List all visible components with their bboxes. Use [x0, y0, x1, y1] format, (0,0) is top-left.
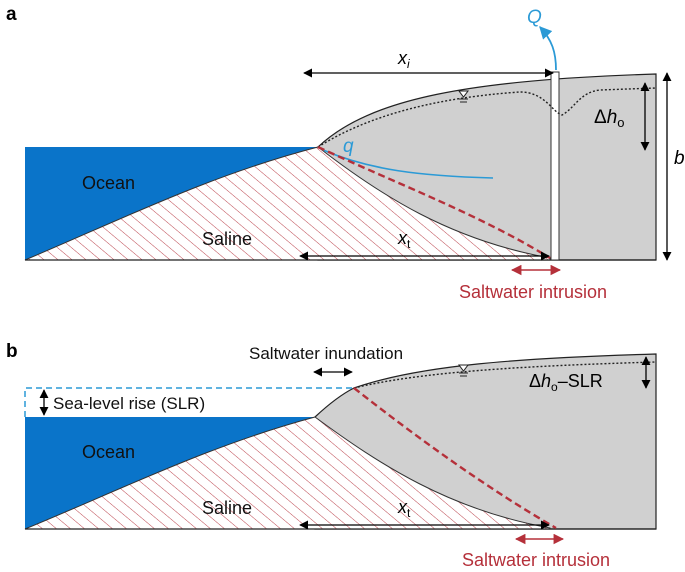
panel-b-dh-label: Δho–SLR — [529, 371, 603, 394]
panel-b-tag: b — [6, 341, 18, 362]
panel-a-Q-label: Q — [527, 7, 542, 28]
panel-b-water-table — [353, 361, 657, 389]
panel-a-interface — [317, 145, 551, 260]
panel-b-slr-label: Sea-level rise (SLR) — [53, 394, 205, 413]
panel-b-xt-label: xt — [397, 497, 411, 520]
panel-b-intrusion-label: Saltwater intrusion — [462, 550, 610, 570]
panel-a-xi-label: xi — [397, 48, 410, 71]
panel-b-inundation-label: Saltwater inundation — [249, 344, 403, 363]
panel-b-water-table-symbol — [458, 364, 469, 377]
panel-a-well — [550, 71, 560, 261]
panel-a-water-table — [317, 87, 657, 148]
panel-a-b-label: b — [674, 148, 685, 169]
panel-a-dh-label: Δho — [594, 107, 625, 130]
panel-a-pumping-arrow — [539, 26, 557, 71]
panel-b-interface — [353, 387, 557, 530]
panel-a-ocean-label: Ocean — [82, 173, 135, 193]
panel-a-water-table-symbol — [458, 90, 469, 103]
panel-a-xt-label: xt — [397, 228, 411, 251]
panel-a-ocean — [25, 147, 318, 260]
panel-b-ocean — [25, 417, 315, 529]
panel-b-ocean-label: Ocean — [82, 442, 135, 462]
panel-a-intrusion-label: Saltwater intrusion — [459, 282, 607, 302]
panel-b-saline-label: Saline — [202, 498, 252, 518]
panel-a-q-label: q — [343, 136, 354, 157]
panel-b: b Sea-level rise (SLR) Saltwater inundat… — [6, 341, 657, 570]
panel-a-saline-label: Saline — [202, 229, 252, 249]
panel-a-tag: a — [6, 4, 17, 25]
panel-a: a Q q xi xt — [6, 4, 685, 302]
